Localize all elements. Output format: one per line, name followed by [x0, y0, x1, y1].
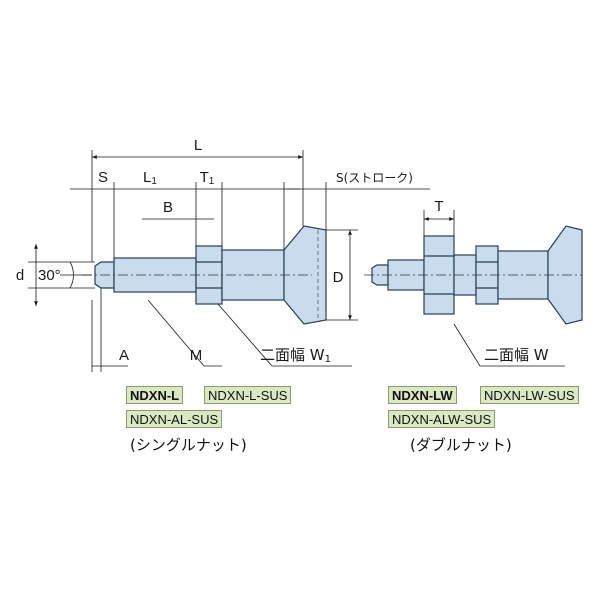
model-NDXN-ALW-SUS: NDXN-ALW-SUS	[388, 410, 496, 428]
label-d: d	[16, 267, 24, 284]
label-L: L	[194, 137, 202, 154]
label-S: S	[98, 169, 108, 186]
label-A: A	[119, 347, 129, 364]
label-width-W1: 二面幅 W1	[260, 346, 331, 365]
label-stroke: S(ストローク)	[336, 171, 413, 185]
label-T: T	[434, 198, 443, 215]
label-width-W: 二面幅 W	[484, 346, 549, 364]
label-T1: T1	[200, 169, 215, 187]
label-M: M	[190, 347, 203, 364]
label-L1: L1	[143, 169, 157, 187]
model-NDXN-AL-SUS: NDXN-AL-SUS	[126, 410, 223, 428]
label-D: D	[333, 269, 344, 286]
model-NDXN-LW-SUS: NDXN-LW-SUS	[480, 386, 579, 404]
model-NDXN-L-SUS: NDXN-L-SUS	[204, 386, 292, 404]
caption-single-nut: (シングルナット)	[130, 436, 247, 454]
caption-double-nut: (ダブルナット)	[410, 436, 512, 454]
model-NDXN-L: NDXN-L	[126, 386, 184, 404]
label-angle: 30°	[38, 267, 61, 284]
label-B: B	[163, 199, 173, 216]
model-NDXN-LW: NDXN-LW	[388, 386, 457, 404]
